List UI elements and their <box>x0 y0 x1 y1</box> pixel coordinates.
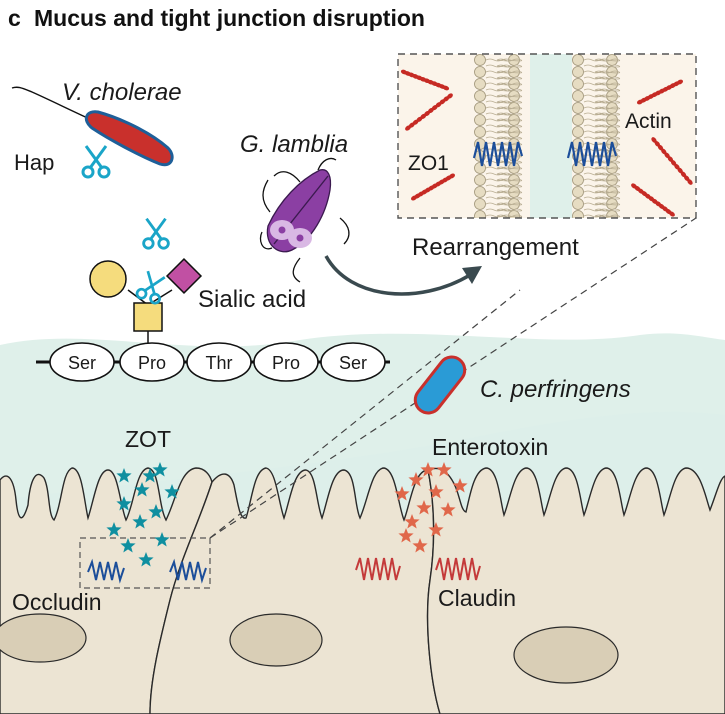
zot-star <box>148 504 164 519</box>
scissors-icon <box>81 145 111 179</box>
actin-filament <box>651 137 693 185</box>
enterotoxin-star <box>428 484 444 499</box>
inset-membranes <box>474 54 621 218</box>
zot-star <box>116 496 132 511</box>
zo1-left <box>472 141 524 167</box>
actin-filament <box>411 173 455 201</box>
enterotoxin-star <box>408 472 424 487</box>
nuclei <box>0 613 619 684</box>
claudin-junction <box>355 557 481 581</box>
actin-label: Actin <box>625 110 672 133</box>
zo1-label: ZO1 <box>408 152 449 175</box>
zot-label: ZOT <box>125 426 171 452</box>
enterotoxin-label: Enterotoxin <box>432 434 548 460</box>
glycan-square <box>133 302 163 332</box>
enterotoxin-star <box>440 502 456 517</box>
enterotoxin-star <box>412 538 428 553</box>
residue-3 <box>186 342 252 382</box>
occludin-label: Occludin <box>12 589 101 615</box>
residue-2 <box>119 342 185 382</box>
actin-filament <box>405 93 453 131</box>
rearrangement-arrow <box>324 255 471 296</box>
occludin-junction <box>87 558 207 584</box>
rearrangement-arrowhead <box>462 266 482 284</box>
residue-4-label: Pro <box>272 353 300 373</box>
zot-star <box>164 484 180 499</box>
enterotoxin-star <box>404 514 420 529</box>
inset-paracellular-space <box>530 54 572 218</box>
panel-letter: c <box>8 5 21 31</box>
residue-5-label: Ser <box>339 353 367 373</box>
residue-2-label: Pro <box>138 353 166 373</box>
zot-star <box>152 462 168 477</box>
nucleus-right <box>513 626 619 684</box>
inset-panel <box>397 53 697 219</box>
callout-line-upper <box>209 289 521 539</box>
zot-star <box>154 532 170 547</box>
zot-star <box>138 552 154 567</box>
actin-filaments <box>400 69 693 217</box>
claudin-label: Claudin <box>438 585 516 611</box>
g-lamblia-parasite <box>259 157 350 283</box>
occludin-inset-box <box>79 537 211 589</box>
enterotoxin-star <box>436 462 452 477</box>
residue-4 <box>253 342 319 382</box>
rearrangement-label: Rearrangement <box>412 234 579 261</box>
enterotoxin-star <box>420 462 436 477</box>
enterotoxin-star <box>416 500 432 515</box>
sialic-acid-diamond <box>165 257 203 295</box>
hap-label: Hap <box>14 150 54 175</box>
scissors-icon <box>142 217 170 250</box>
figure-title: Mucus and tight junction disruption <box>34 5 425 31</box>
actin-filament <box>636 79 684 105</box>
enterotoxin-star <box>398 528 414 543</box>
residue-3-label: Thr <box>206 353 233 373</box>
peptide-residues: Ser Pro Thr Pro Ser <box>49 342 386 382</box>
v-cholerae-label: V. cholerae <box>62 79 182 106</box>
zot-star <box>106 522 122 537</box>
zot-stars <box>106 462 180 567</box>
v-cholerae-bacterium <box>11 86 174 167</box>
inset-border <box>397 53 697 219</box>
g-lamblia-label: G. lamblia <box>240 131 348 158</box>
enterotoxin-star <box>394 486 410 501</box>
zo1-right <box>566 141 618 167</box>
residue-1 <box>49 342 115 382</box>
glycan-chain <box>89 257 203 343</box>
enterotoxin-star <box>428 522 444 537</box>
zot-star <box>132 514 148 529</box>
actin-filament <box>631 183 675 217</box>
enterotoxin-star <box>452 478 468 493</box>
occludin-zigzag-right <box>169 558 207 584</box>
claudin-zigzag-left <box>355 557 401 581</box>
zot-star <box>116 468 132 483</box>
residue-5 <box>320 342 386 382</box>
c-perfringens-label: C. perfringens <box>480 376 631 403</box>
nucleus-left <box>0 613 87 663</box>
sialic-acid-label: Sialic acid <box>198 286 306 313</box>
zot-star <box>120 538 136 553</box>
zot-star <box>134 482 150 497</box>
zo1-proteins <box>472 141 618 167</box>
residue-1-label: Ser <box>68 353 96 373</box>
enterotoxin-stars <box>394 462 468 553</box>
glycan-circle <box>89 260 127 298</box>
occludin-zigzag-left <box>87 558 125 584</box>
scissors-icon <box>135 270 166 305</box>
zot-star <box>142 468 158 483</box>
claudin-zigzag-right <box>435 557 481 581</box>
c-perfringens-bacterium <box>413 355 467 415</box>
nucleus-middle <box>229 613 323 667</box>
actin-filament <box>400 69 450 91</box>
scissors-icons <box>81 145 170 305</box>
